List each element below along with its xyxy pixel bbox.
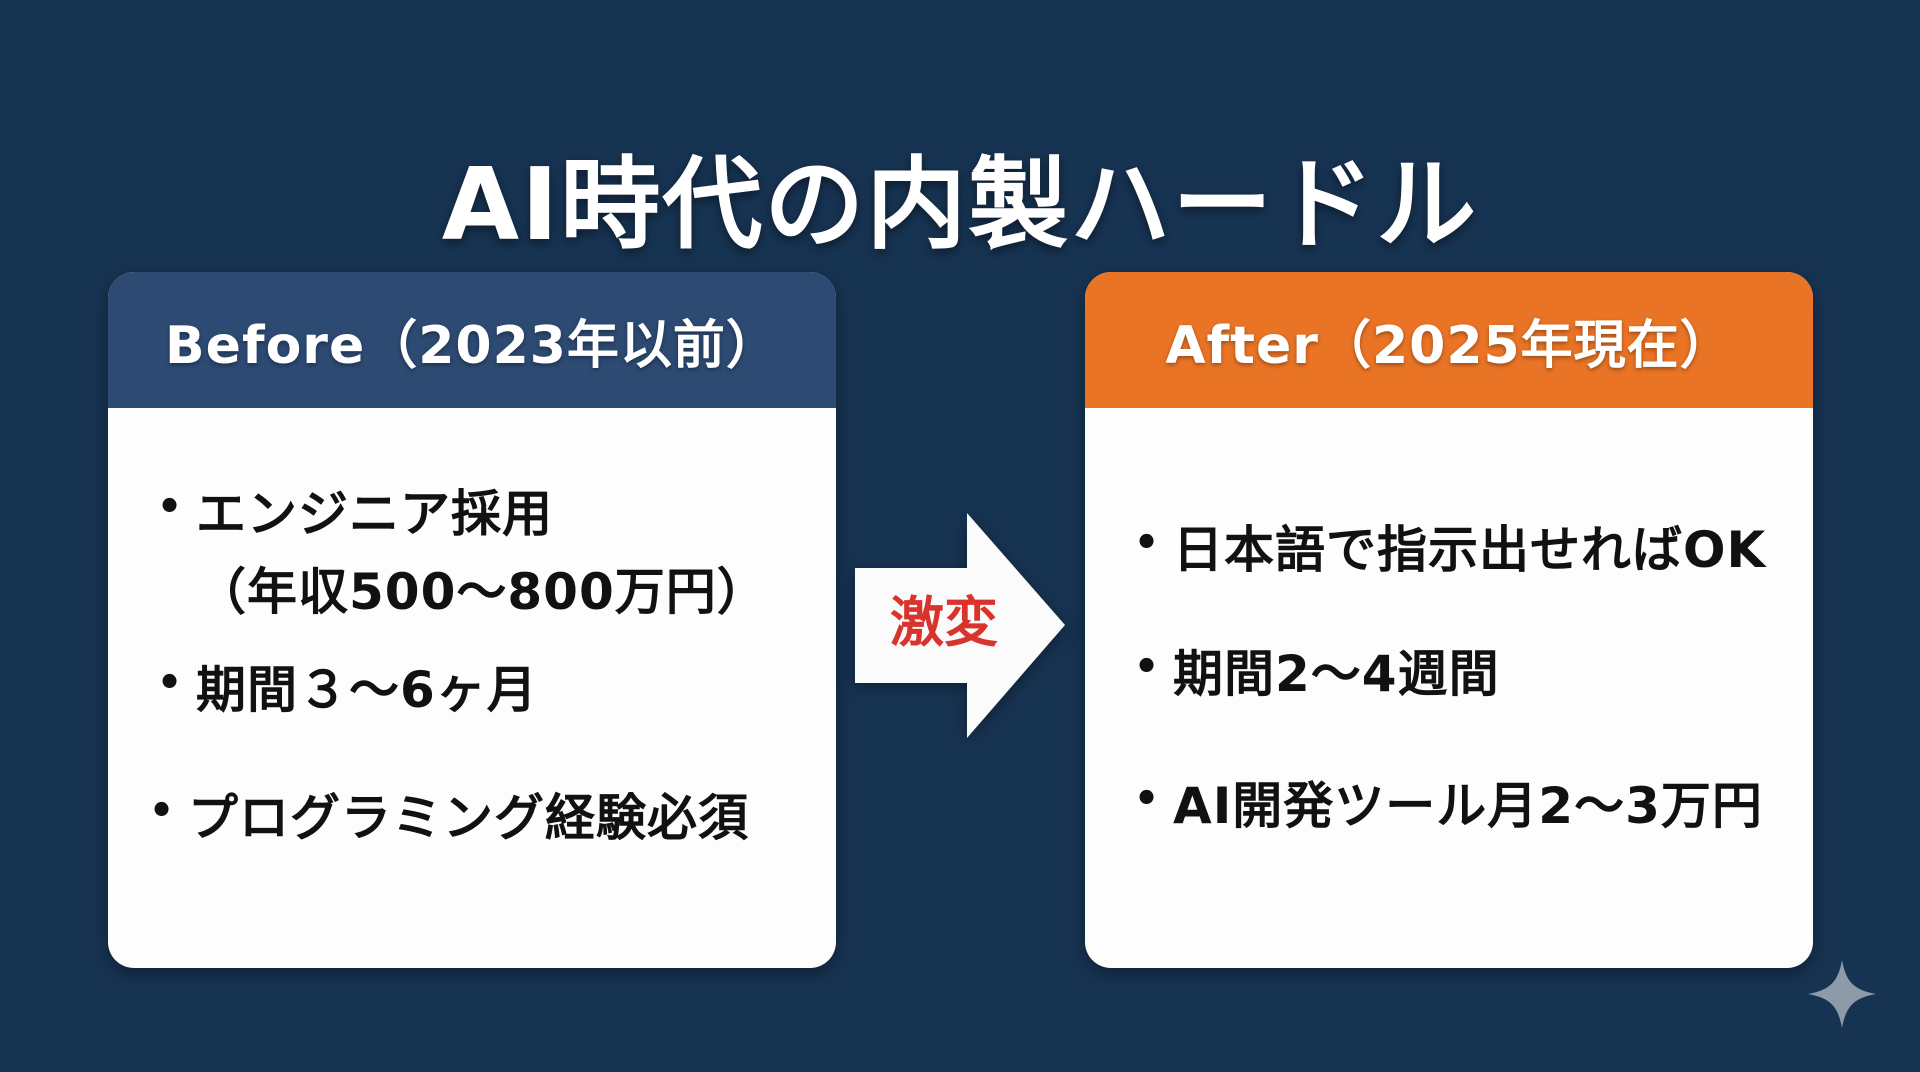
before-card: Before（2023年以前） • エンジニア採用 （年収500〜800万円） … [108, 272, 836, 968]
right-arrow-icon: 激変 [855, 513, 1065, 738]
slide-title: AI時代の内製ハードル [441, 146, 1479, 263]
before-item-text: エンジニア採用 （年収500〜800万円） [196, 485, 768, 621]
after-item-instruction: • 日本語で指示出せればOK [1121, 512, 1766, 590]
before-card-header: Before（2023年以前） [108, 272, 836, 408]
after-item-cost: • AI開発ツール月2〜3万円 [1121, 768, 1763, 846]
before-item-hiring: • エンジニア採用 （年収500〜800万円） [144, 476, 768, 631]
transition-label: 激変 [890, 591, 998, 654]
before-card-body: • エンジニア採用 （年収500〜800万円） • 期間３〜6ヶ月 • プログラ… [108, 408, 836, 968]
before-item-experience: • プログラミング経験必須 [136, 780, 749, 858]
after-card-header: After（2025年現在） [1085, 272, 1813, 408]
bullet-icon: • [148, 788, 176, 834]
bullet-icon: • [1133, 776, 1161, 822]
before-item-text: 期間３〜6ヶ月 [196, 661, 538, 719]
arrow-shape [855, 513, 1065, 738]
bullet-icon: • [1133, 644, 1161, 690]
after-card: After（2025年現在） • 日本語で指示出せればOK • 期間2〜4週間 … [1085, 272, 1813, 968]
bullet-icon: • [156, 660, 184, 706]
after-item-text: 日本語で指示出せればOK [1173, 521, 1767, 579]
sparkle-icon [1806, 958, 1878, 1030]
bullet-icon: • [1133, 520, 1161, 566]
after-item-text: AI開発ツール月2〜3万円 [1173, 777, 1763, 835]
after-card-body: • 日本語で指示出せればOK • 期間2〜4週間 • AI開発ツール月2〜3万円 [1085, 408, 1813, 968]
after-item-text: 期間2〜4週間 [1173, 645, 1500, 703]
bullet-icon: • [156, 484, 184, 530]
before-item-text: プログラミング経験必須 [188, 789, 749, 847]
after-item-duration: • 期間2〜4週間 [1121, 636, 1500, 714]
before-item-duration: • 期間３〜6ヶ月 [144, 652, 538, 730]
